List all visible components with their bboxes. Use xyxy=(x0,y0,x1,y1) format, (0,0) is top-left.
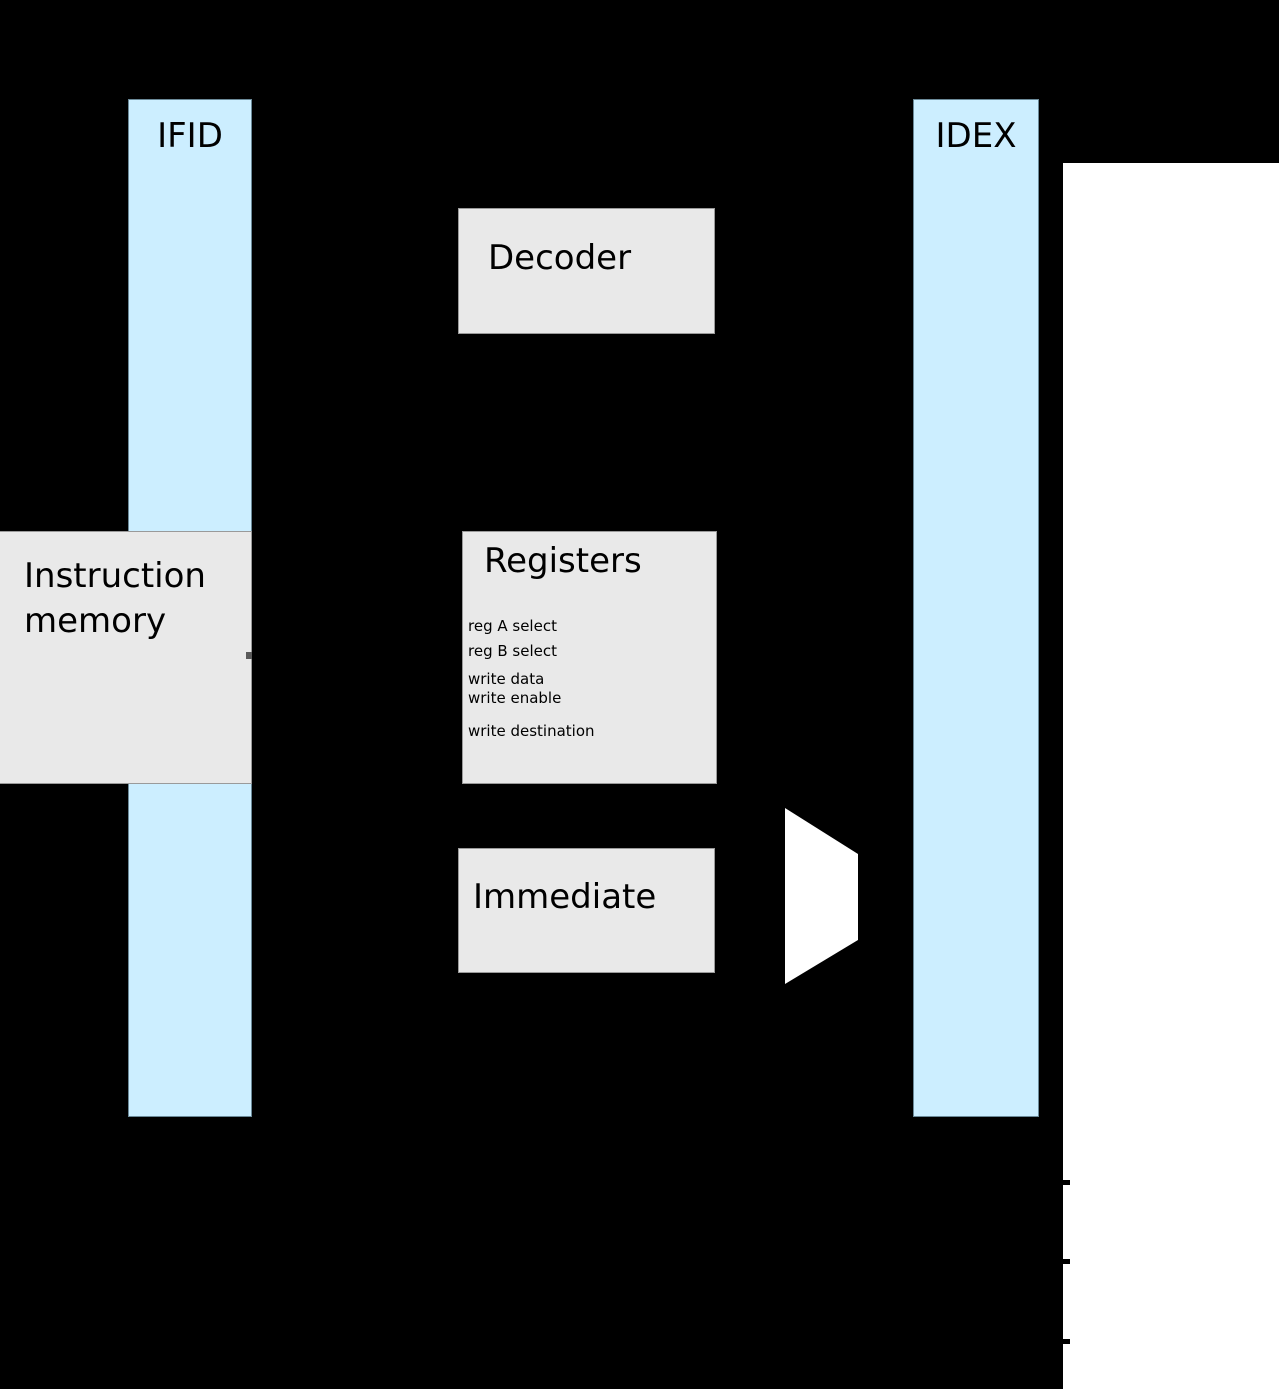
registers-port-reg-b-select: reg B select xyxy=(468,642,557,660)
right-white-panel xyxy=(1063,163,1279,1389)
registers-port-write-destination: write destination xyxy=(468,722,595,740)
pipeline-register-idex[interactable]: IDEX xyxy=(913,99,1039,1117)
block-instruction-memory-title: Instruction memory xyxy=(24,556,206,642)
registers-port-write-enable: write enable xyxy=(468,689,562,707)
connector-stub-2 xyxy=(1063,1259,1070,1264)
registers-port-reg-a-select: reg A select xyxy=(468,617,557,635)
pipeline-register-idex-label: IDEX xyxy=(935,116,1017,156)
registers-port-write-data: write data xyxy=(468,670,545,688)
block-immediate[interactable]: Immediate xyxy=(458,848,715,973)
block-decoder[interactable]: Decoder xyxy=(458,208,715,334)
pipeline-register-ifid-label: IFID xyxy=(157,116,223,156)
connector-stub-1 xyxy=(1063,1180,1070,1185)
block-decoder-title: Decoder xyxy=(488,238,632,278)
block-registers[interactable]: Registers reg A select reg B select writ… xyxy=(462,531,717,784)
block-immediate-title: Immediate xyxy=(473,877,657,917)
mux-trapezoid-icon xyxy=(785,808,858,984)
instruction-memory-output-port xyxy=(246,652,252,659)
operand-mux[interactable] xyxy=(783,806,861,986)
block-instruction-memory[interactable]: Instruction memory xyxy=(0,531,252,784)
connector-stub-3 xyxy=(1063,1339,1070,1344)
block-registers-title: Registers xyxy=(484,541,642,581)
